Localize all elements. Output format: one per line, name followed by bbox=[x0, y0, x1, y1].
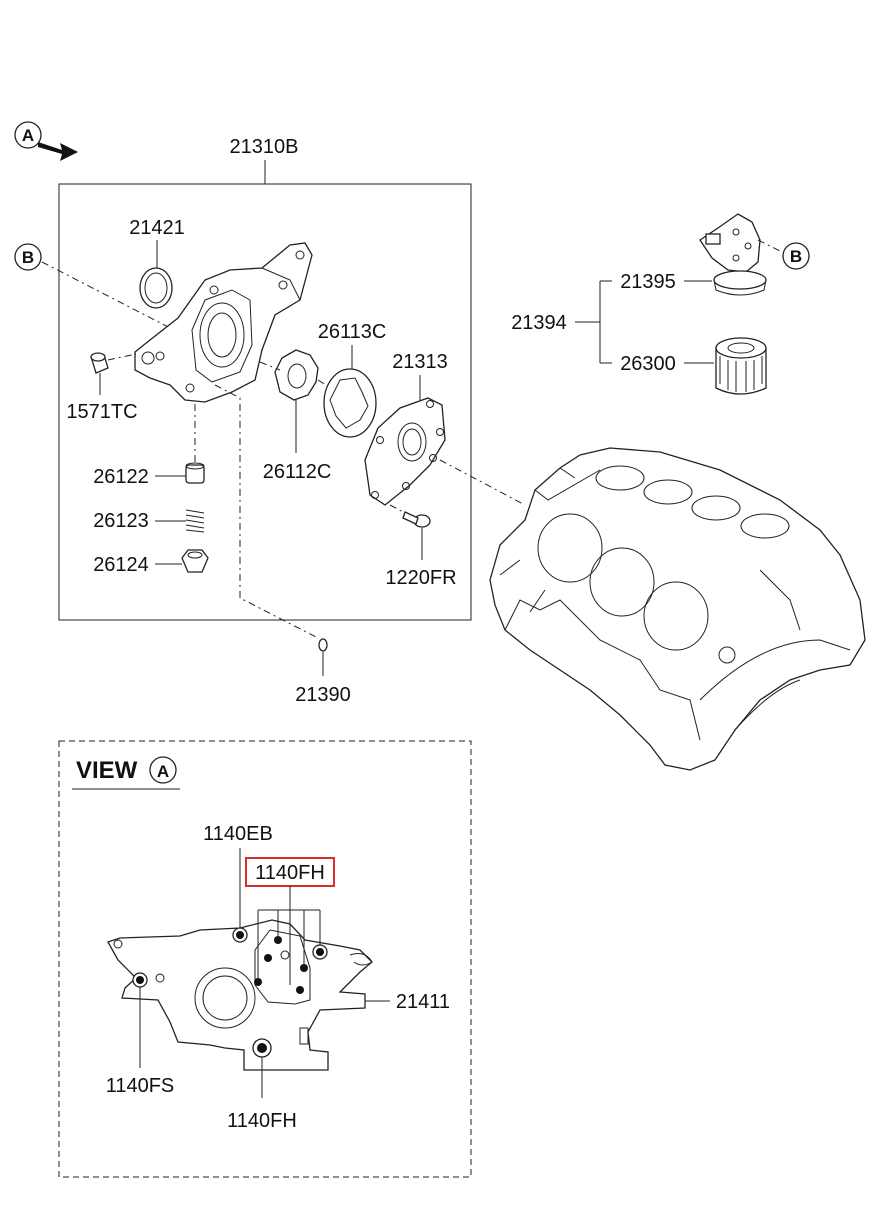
part-label-21310B[interactable]: 21310B bbox=[230, 136, 299, 158]
view-a-marker[interactable]: A bbox=[14, 121, 78, 161]
inner-rotor-26112C bbox=[274, 349, 319, 401]
screw-1220FR bbox=[402, 511, 431, 528]
part-label-21421[interactable]: 21421 bbox=[129, 217, 185, 239]
part-label-26123[interactable]: 26123 bbox=[93, 510, 149, 532]
part-label-1140FH-top[interactable]: 1140FH bbox=[255, 862, 325, 884]
svg-text:B: B bbox=[22, 248, 34, 267]
outer-rotor-26113C bbox=[323, 368, 377, 438]
part-label-1140FH-bottom[interactable]: 1140FH bbox=[227, 1110, 297, 1132]
plug-nut-26124 bbox=[181, 549, 209, 573]
part-label-26112C[interactable]: 26112C bbox=[263, 461, 332, 483]
part-label-21395[interactable]: 21395 bbox=[620, 271, 676, 293]
filter-bracket-21395 bbox=[699, 213, 767, 296]
part-label-21313[interactable]: 21313 bbox=[392, 351, 448, 373]
view-a-label-marker: A bbox=[149, 756, 177, 784]
part-label-26300[interactable]: 26300 bbox=[620, 353, 676, 375]
plug-1571TC bbox=[90, 352, 109, 374]
svg-text:A: A bbox=[157, 762, 169, 781]
part-label-26124[interactable]: 26124 bbox=[93, 554, 149, 576]
leader-1140FH-top bbox=[257, 886, 321, 985]
marker-a-label: A bbox=[22, 126, 34, 145]
oil-filter-26300 bbox=[715, 337, 767, 395]
part-label-1220FR[interactable]: 1220FR bbox=[385, 567, 456, 589]
marker-b-right[interactable]: B bbox=[782, 242, 810, 270]
part-label-21394[interactable]: 21394 bbox=[511, 312, 567, 334]
part-label-21411[interactable]: 21411 bbox=[396, 991, 450, 1013]
relief-plunger-26122 bbox=[185, 462, 205, 484]
part-label-1571TC[interactable]: 1571TC bbox=[66, 401, 137, 423]
part-label-1140EB[interactable]: 1140EB bbox=[203, 823, 273, 845]
direction-arrow-icon bbox=[38, 142, 78, 161]
part-label-26122[interactable]: 26122 bbox=[93, 466, 149, 488]
part-label-26113C[interactable]: 26113C bbox=[318, 321, 387, 343]
part-label-1140FS[interactable]: 1140FS bbox=[106, 1075, 175, 1097]
o-ring-21390 bbox=[318, 638, 328, 652]
view-a-frame bbox=[58, 740, 472, 1178]
relief-spring-26123 bbox=[185, 509, 205, 533]
oil-seal-21421 bbox=[139, 267, 173, 309]
pump-cover-21313 bbox=[364, 397, 446, 506]
svg-text:B: B bbox=[790, 247, 802, 266]
oil-pump-housing bbox=[134, 242, 313, 403]
engine-block-illustration bbox=[489, 447, 866, 771]
part-label-21390[interactable]: 21390 bbox=[295, 684, 351, 706]
view-title: VIEW bbox=[76, 757, 138, 784]
marker-b-left[interactable]: B bbox=[14, 243, 42, 271]
